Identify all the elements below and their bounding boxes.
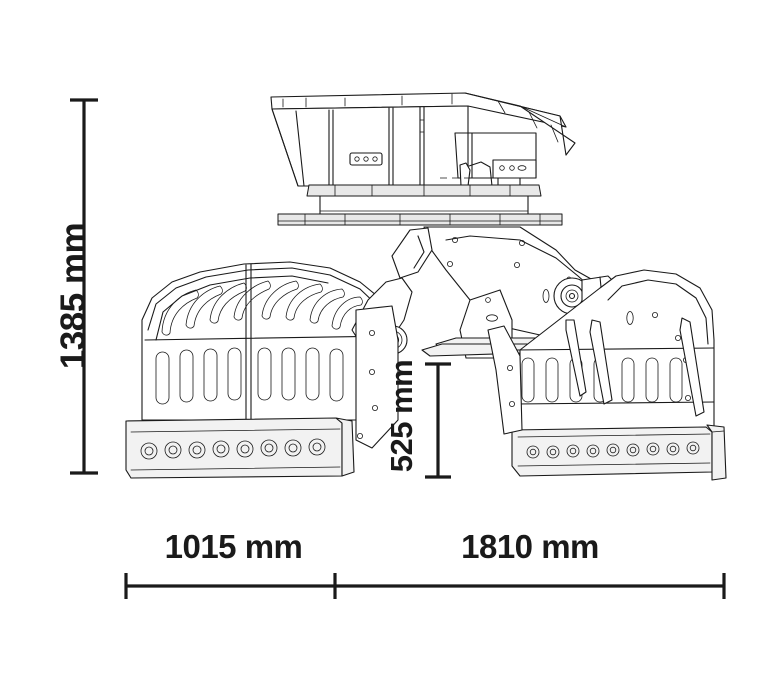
dimension-line-jaw-opening <box>425 362 451 479</box>
dimension-line-widths <box>124 573 726 599</box>
left-jaw-upper-slots <box>161 280 363 336</box>
dimension-line-overall-height <box>70 98 98 475</box>
right-jaw-bolt-holes <box>526 441 700 459</box>
left-jaw-lower-slots <box>155 347 344 405</box>
dimension-label-jaw-opening: 525 mm <box>384 359 419 473</box>
right-jaw-assembly <box>487 269 727 481</box>
left-jaw-assembly <box>125 261 413 479</box>
top-mounting-bracket <box>270 92 576 187</box>
dimension-label-left-jaw-width: 1015 mm <box>164 528 303 565</box>
rotator-mount-plate <box>277 184 563 226</box>
nameplate-detail <box>349 152 383 166</box>
left-jaw-bolt-holes <box>140 438 326 460</box>
dimension-label-overall-height: 1385 mm <box>54 222 93 370</box>
dimension-label-right-jaw-width: 1810 mm <box>461 528 599 565</box>
